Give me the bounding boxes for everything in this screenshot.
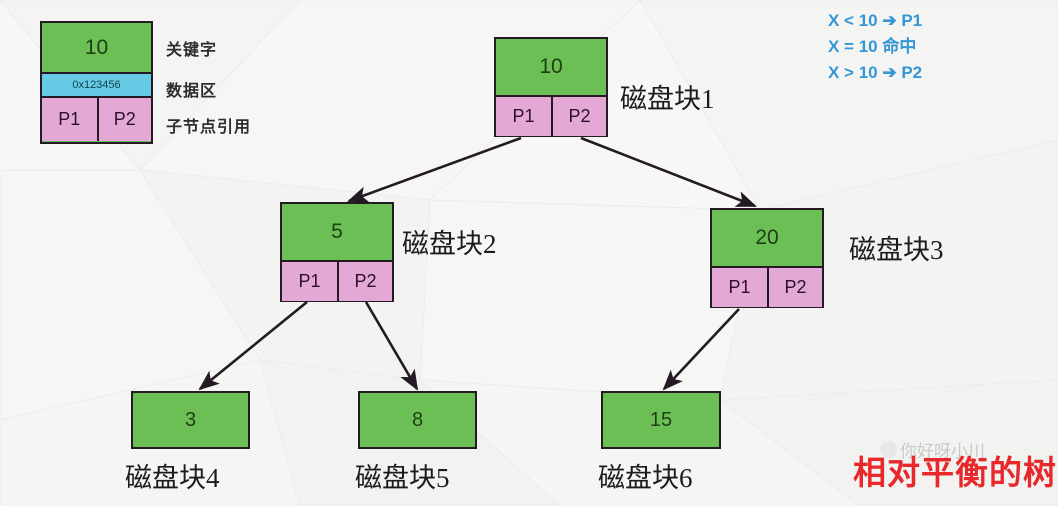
node-1-label: 磁盘块1 <box>620 84 715 114</box>
search-rules: X < 10 ➔ P1 X = 10 命中 X > 10 ➔ P2 <box>828 8 922 86</box>
avatar-circle-icon <box>880 441 897 458</box>
legend-label-pointers: 子节点引用 <box>166 119 252 136</box>
legend-pointer-p1: P1 <box>42 98 97 141</box>
node-6-label: 磁盘块6 <box>598 463 693 493</box>
node-2-label: 磁盘块2 <box>402 229 497 259</box>
rule-line-lt: X < 10 ➔ P1 <box>828 11 923 30</box>
tree-node-2: 5 P1 P2 <box>280 202 394 302</box>
legend-data-cell: 0x123456 <box>42 72 151 96</box>
legend-pointer-p2: P2 <box>96 98 151 141</box>
node-1-key: 10 <box>496 39 606 95</box>
node-2-pointer-p1: P1 <box>282 262 337 301</box>
watermark-text: 你好呀小川 <box>900 442 985 461</box>
node-3-pointer-row: P1 P2 <box>712 266 822 307</box>
edge-n1p2-n3 <box>580 136 757 208</box>
tree-node-1: 10 P1 P2 <box>494 37 608 137</box>
node-5-key: 8 <box>360 393 475 447</box>
node-3-key: 20 <box>712 210 822 266</box>
legend-key-cell: 10 <box>42 23 151 72</box>
tree-node-4: 3 <box>131 391 250 449</box>
node-3-pointer-p1: P1 <box>712 268 767 307</box>
node-3-label: 磁盘块3 <box>849 235 944 265</box>
node-2-key: 5 <box>282 204 392 260</box>
node-1-pointer-row: P1 P2 <box>496 95 606 136</box>
watermark: 你好呀小川 <box>880 437 985 462</box>
edge-n1p1-n2 <box>347 136 522 203</box>
legend-pointer-row: P1 P2 <box>42 96 151 141</box>
rule-line-eq: X = 10 命中 <box>828 37 917 56</box>
node-2-pointer-p2: P2 <box>337 262 392 301</box>
node-4-key: 3 <box>133 393 248 447</box>
node-6-key: 15 <box>603 393 719 447</box>
legend-label-key: 关键字 <box>166 42 218 59</box>
node-2-pointer-row: P1 P2 <box>282 260 392 301</box>
node-1-pointer-p1: P1 <box>496 97 551 136</box>
edge-n3p1-n6 <box>662 308 740 391</box>
legend-label-data: 数据区 <box>166 83 218 100</box>
edge-n2p2-n5 <box>364 301 419 391</box>
node-4-label: 磁盘块4 <box>125 463 220 493</box>
rule-line-gt: X > 10 ➔ P2 <box>828 63 923 82</box>
summary-note-red: 相对平衡的树 <box>853 456 1057 492</box>
tree-node-3: 20 P1 P2 <box>710 208 824 308</box>
tree-node-6: 15 <box>601 391 721 449</box>
tree-node-5: 8 <box>358 391 477 449</box>
edge-n2p1-n4 <box>198 300 308 391</box>
node-3-pointer-p2: P2 <box>767 268 822 307</box>
node-1-pointer-p2: P2 <box>551 97 606 136</box>
legend-node: 10 0x123456 P1 P2 <box>40 21 153 144</box>
node-5-label: 磁盘块5 <box>355 463 450 493</box>
